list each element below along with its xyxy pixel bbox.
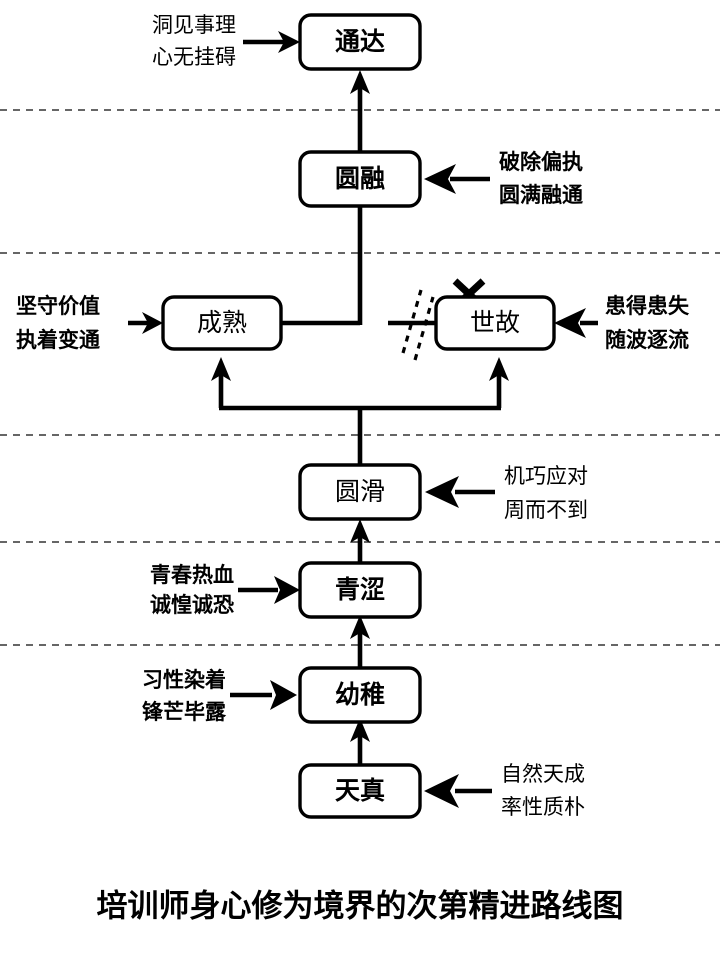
arrow-head-tongda: [350, 70, 370, 94]
annotation-arrow-yuanrong-head: [424, 164, 456, 194]
annotation-tongda-line-1: 洞见事理: [152, 13, 236, 37]
annotation-qingse-line-1: 青春热血: [150, 563, 234, 587]
annotation-shigu-line-2: 随波逐流: [605, 328, 689, 352]
annotation-arrow-youzhi-head: [270, 680, 297, 710]
stage-node-qingse[interactable]: 青涩: [298, 561, 422, 619]
stage-box-qingse[interactable]: [298, 561, 422, 619]
stage-box-shigu[interactable]: [434, 295, 556, 351]
arrow-head-chengshu: [211, 357, 231, 381]
stage-box-chengshu[interactable]: [161, 295, 283, 351]
stage-boxes: 通达 圆融 成熟 世故 圆滑 青涩: [161, 13, 556, 819]
stage-label-tianzhen: 天真: [335, 776, 385, 805]
annotation-shigu-line-1: 患得患失: [605, 294, 690, 318]
annotation-youzhi-line-1: 习性染着: [142, 668, 226, 692]
stage-box-tianzhen[interactable]: [298, 763, 422, 819]
annotation-yuanhua: 机巧应对 周而不到: [504, 464, 588, 522]
stage-node-yuanrong[interactable]: 圆融: [298, 150, 422, 208]
annotation-yuanhua-line-2: 周而不到: [504, 498, 588, 522]
flow-connectors: [211, 70, 509, 765]
stage-box-youzhi[interactable]: [298, 666, 422, 724]
arrow-head-shigu: [489, 357, 509, 381]
annotation-qingse-line-2: 诚惶诚恐: [150, 593, 234, 617]
arrow-head-yuanhua: [350, 519, 370, 543]
annotation-shigu: 患得患失 随波逐流: [605, 294, 690, 352]
annotation-yuanrong: 破除偏执 圆满融通: [499, 150, 583, 207]
stage-label-qingse: 青涩: [335, 575, 385, 604]
stage-node-chengshu[interactable]: 成熟: [161, 295, 283, 351]
annotation-youzhi: 习性染着 锋芒毕露: [142, 668, 227, 724]
diagram-title: 培训师身心修为境界的次第精进路线图: [97, 889, 624, 925]
arrow-head-qingse: [350, 615, 370, 639]
stage-node-yuanhua[interactable]: 圆滑: [298, 463, 422, 521]
stage-label-yuanrong: 圆融: [335, 164, 385, 193]
annotation-tongda: 洞见事理 心无挂碍: [152, 13, 236, 69]
annotation-yuanrong-line-1: 破除偏执: [499, 150, 583, 174]
stage-label-yuanhua: 圆滑: [335, 477, 385, 506]
annotation-arrow-yuanhua-head: [425, 476, 459, 508]
annotation-tianzhen: 自然天成 率性质朴: [501, 762, 585, 819]
stage-box-yuanrong[interactable]: [298, 150, 422, 208]
annotation-arrow-tianzhen-head: [424, 774, 459, 808]
annotation-arrow-chengshu-head: [142, 312, 163, 334]
annotation-chengshu: 坚守价值 执着变通: [16, 294, 100, 352]
annotation-chengshu-line-1: 坚守价值: [16, 294, 100, 318]
annotation-qingse: 青春热血 诚惶诚恐: [150, 563, 234, 617]
stage-node-tianzhen[interactable]: 天真: [298, 763, 422, 819]
annotation-arrow-shigu-head: [554, 308, 586, 338]
stage-node-tongda[interactable]: 通达: [298, 13, 422, 71]
annotation-yuanrong-line-2: 圆满融通: [499, 183, 583, 207]
annotation-arrow-tongda-head: [278, 31, 300, 53]
stage-node-shigu[interactable]: 世故: [434, 295, 556, 351]
stage-label-youzhi: 幼稚: [335, 680, 385, 709]
annotation-youzhi-line-2: 锋芒毕露: [142, 700, 227, 724]
stage-label-shigu: 世故: [470, 308, 520, 337]
stage-box-tongda[interactable]: [298, 13, 422, 71]
annotation-arrow-qingse-head: [274, 576, 300, 604]
stage-node-youzhi[interactable]: 幼稚: [298, 666, 422, 724]
stage-box-yuanhua[interactable]: [298, 463, 422, 521]
stage-label-chengshu: 成熟: [197, 308, 247, 337]
arrow-head-youzhi: [350, 718, 370, 742]
annotation-tianzhen-line-1: 自然天成: [501, 762, 585, 786]
separator-lines: [0, 109, 720, 646]
annotation-chengshu-line-2: 执着变通: [16, 328, 100, 352]
annotation-yuanhua-line-1: 机巧应对: [504, 464, 588, 488]
annotation-arrows: [128, 31, 598, 808]
stage-label-tongda: 通达: [335, 27, 385, 56]
annotation-texts: 洞见事理 心无挂碍 破除偏执 圆满融通 坚守价值 执着变通 患得患失 随波逐流 …: [16, 13, 690, 819]
annotation-tianzhen-line-2: 率性质朴: [501, 795, 585, 819]
annotation-tongda-line-2: 心无挂碍: [152, 45, 236, 69]
